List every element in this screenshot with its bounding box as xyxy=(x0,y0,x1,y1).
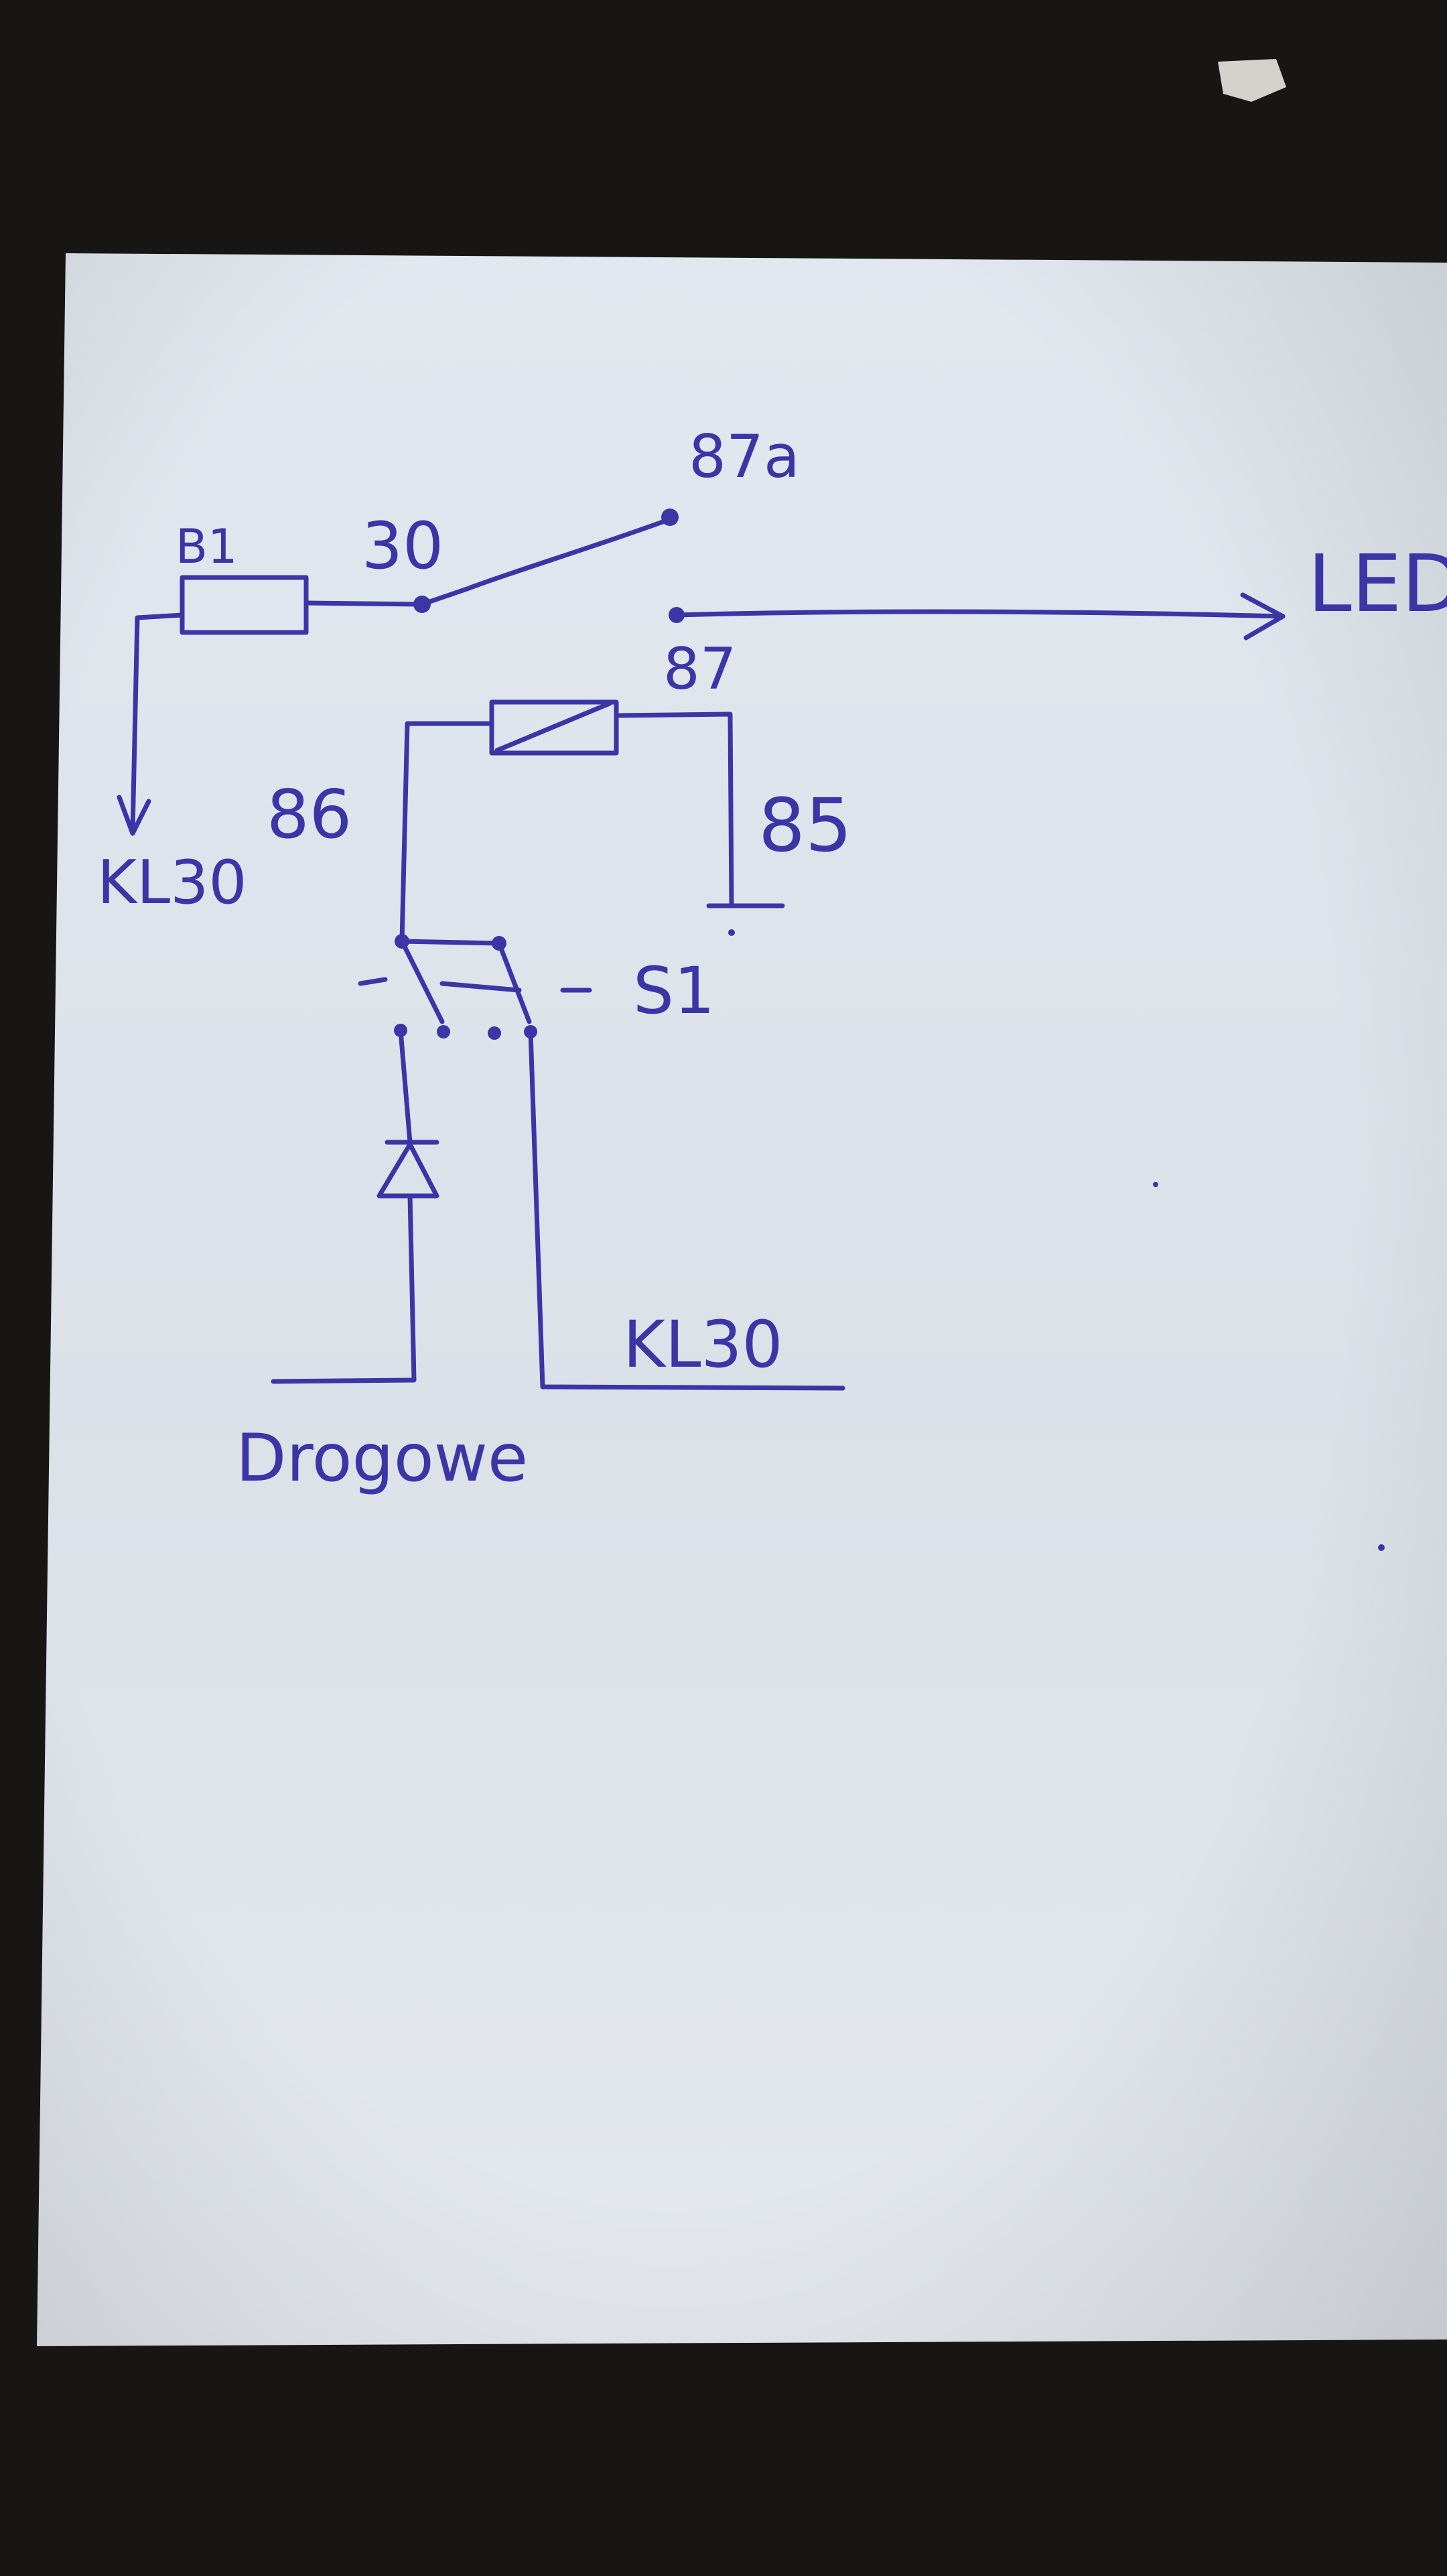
paper-shading xyxy=(37,253,1447,2346)
wire-resistor-to-30 xyxy=(303,600,425,607)
switch-pole-1 xyxy=(399,939,445,1024)
schematic-labels: B1 30 87a 87 86 85 LED KL30 S1 KL30 Drog… xyxy=(97,422,1447,1497)
switch-contact-4 xyxy=(524,1025,537,1038)
label-pin-86: 86 xyxy=(267,775,352,854)
paper-scrap xyxy=(1218,59,1286,102)
wire-diode-top xyxy=(398,1028,413,1145)
label-led: LED xyxy=(1308,537,1447,630)
paper-speck-1 xyxy=(1153,1182,1158,1187)
switch-contact-3 xyxy=(488,1026,501,1040)
label-pin-87: 87 xyxy=(663,636,736,703)
wire-86 xyxy=(399,721,494,944)
relay-contact-blade xyxy=(419,517,673,607)
paper-speck-2 xyxy=(1378,1544,1385,1551)
switch-dash-2 xyxy=(439,981,522,993)
wire-87-to-led xyxy=(674,609,1286,619)
wire-85 xyxy=(614,711,734,908)
switch-dash-1 xyxy=(358,977,388,986)
switch-pole-2 xyxy=(496,941,532,1024)
wire-diode-to-drogowe xyxy=(271,1193,417,1384)
label-kl30-left: KL30 xyxy=(97,848,247,918)
switch-node-right xyxy=(492,936,506,951)
terminal-87 xyxy=(669,607,685,623)
label-b1: B1 xyxy=(176,519,238,574)
label-drogowe: Drogowe xyxy=(236,1420,528,1497)
terminal-dots xyxy=(394,509,1385,1551)
arrow-down-kl30 xyxy=(117,795,151,836)
switch-contact-2 xyxy=(437,1025,450,1038)
wire-left-down xyxy=(130,612,185,833)
switch-node-left xyxy=(395,934,409,949)
relay-coil-diagonal xyxy=(494,701,612,753)
circuit-wiring xyxy=(117,517,1286,1391)
terminal-87a xyxy=(661,509,679,526)
label-kl30-bottom: KL30 xyxy=(623,1307,783,1382)
arrow-led xyxy=(1240,592,1286,640)
switch-top-bar xyxy=(399,939,502,946)
ground-dot xyxy=(728,929,735,936)
label-pin-85: 85 xyxy=(758,783,852,868)
label-pin-30: 30 xyxy=(362,509,443,584)
label-pin-87a: 87a xyxy=(689,422,800,491)
wire-to-kl30-bottom xyxy=(528,1029,845,1391)
terminal-30 xyxy=(413,596,431,613)
switch-contact-1 xyxy=(394,1024,407,1037)
relay-coil xyxy=(489,699,619,756)
label-s1: S1 xyxy=(633,953,715,1028)
